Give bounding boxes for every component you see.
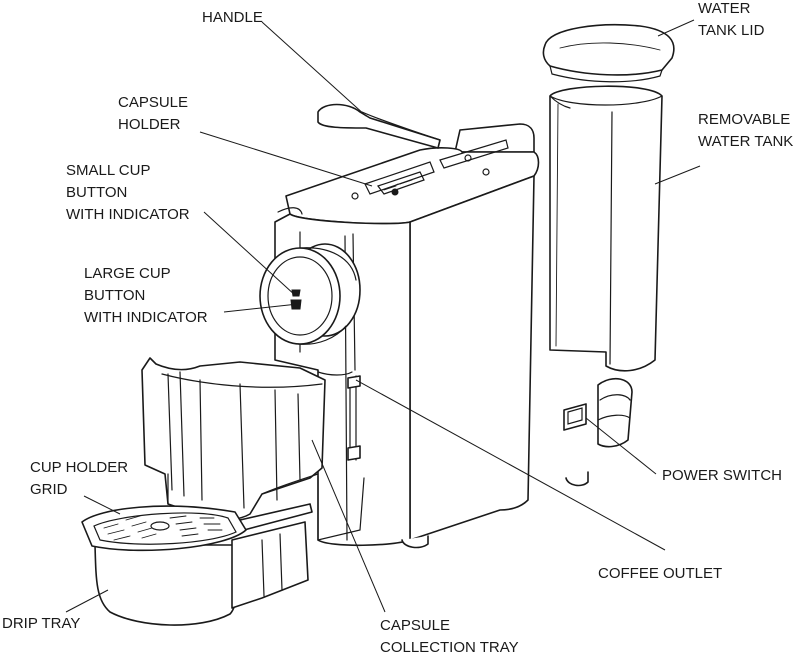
coffee-outlet <box>317 371 361 461</box>
power-switch <box>563 403 587 431</box>
label-capsule-holder: CAPSULE HOLDER <box>118 94 192 133</box>
label-removable-water-tank: REMOVABLE WATER TANK <box>698 111 794 150</box>
water-tank-lid <box>542 24 675 83</box>
leader-lines <box>65 19 701 613</box>
water-tank-base <box>597 377 633 448</box>
handle <box>317 103 441 149</box>
label-large-cup-button: LARGE CUP BUTTON WITH INDICATOR <box>84 265 208 326</box>
label-coffee-outlet: COFFEE OUTLET <box>598 565 722 582</box>
label-capsule-collection-tray: CAPSULE COLLECTION TRAY <box>380 617 519 656</box>
drip-tray <box>94 521 309 626</box>
label-cup-holder-grid: CUP HOLDER GRID <box>30 459 132 498</box>
capsule-collection-tray <box>141 357 365 541</box>
label-drip-tray: DRIP TRAY <box>2 615 80 632</box>
label-handle: HANDLE <box>202 9 263 26</box>
label-water-tank-lid: WATER TANK LID <box>698 0 765 39</box>
cup-holder-grid <box>81 505 247 552</box>
cup-button-dial <box>259 243 361 345</box>
label-power-switch: POWER SWITCH <box>662 467 782 484</box>
removable-water-tank <box>549 85 663 372</box>
label-small-cup-button: SMALL CUP BUTTON WITH INDICATOR <box>66 162 190 223</box>
